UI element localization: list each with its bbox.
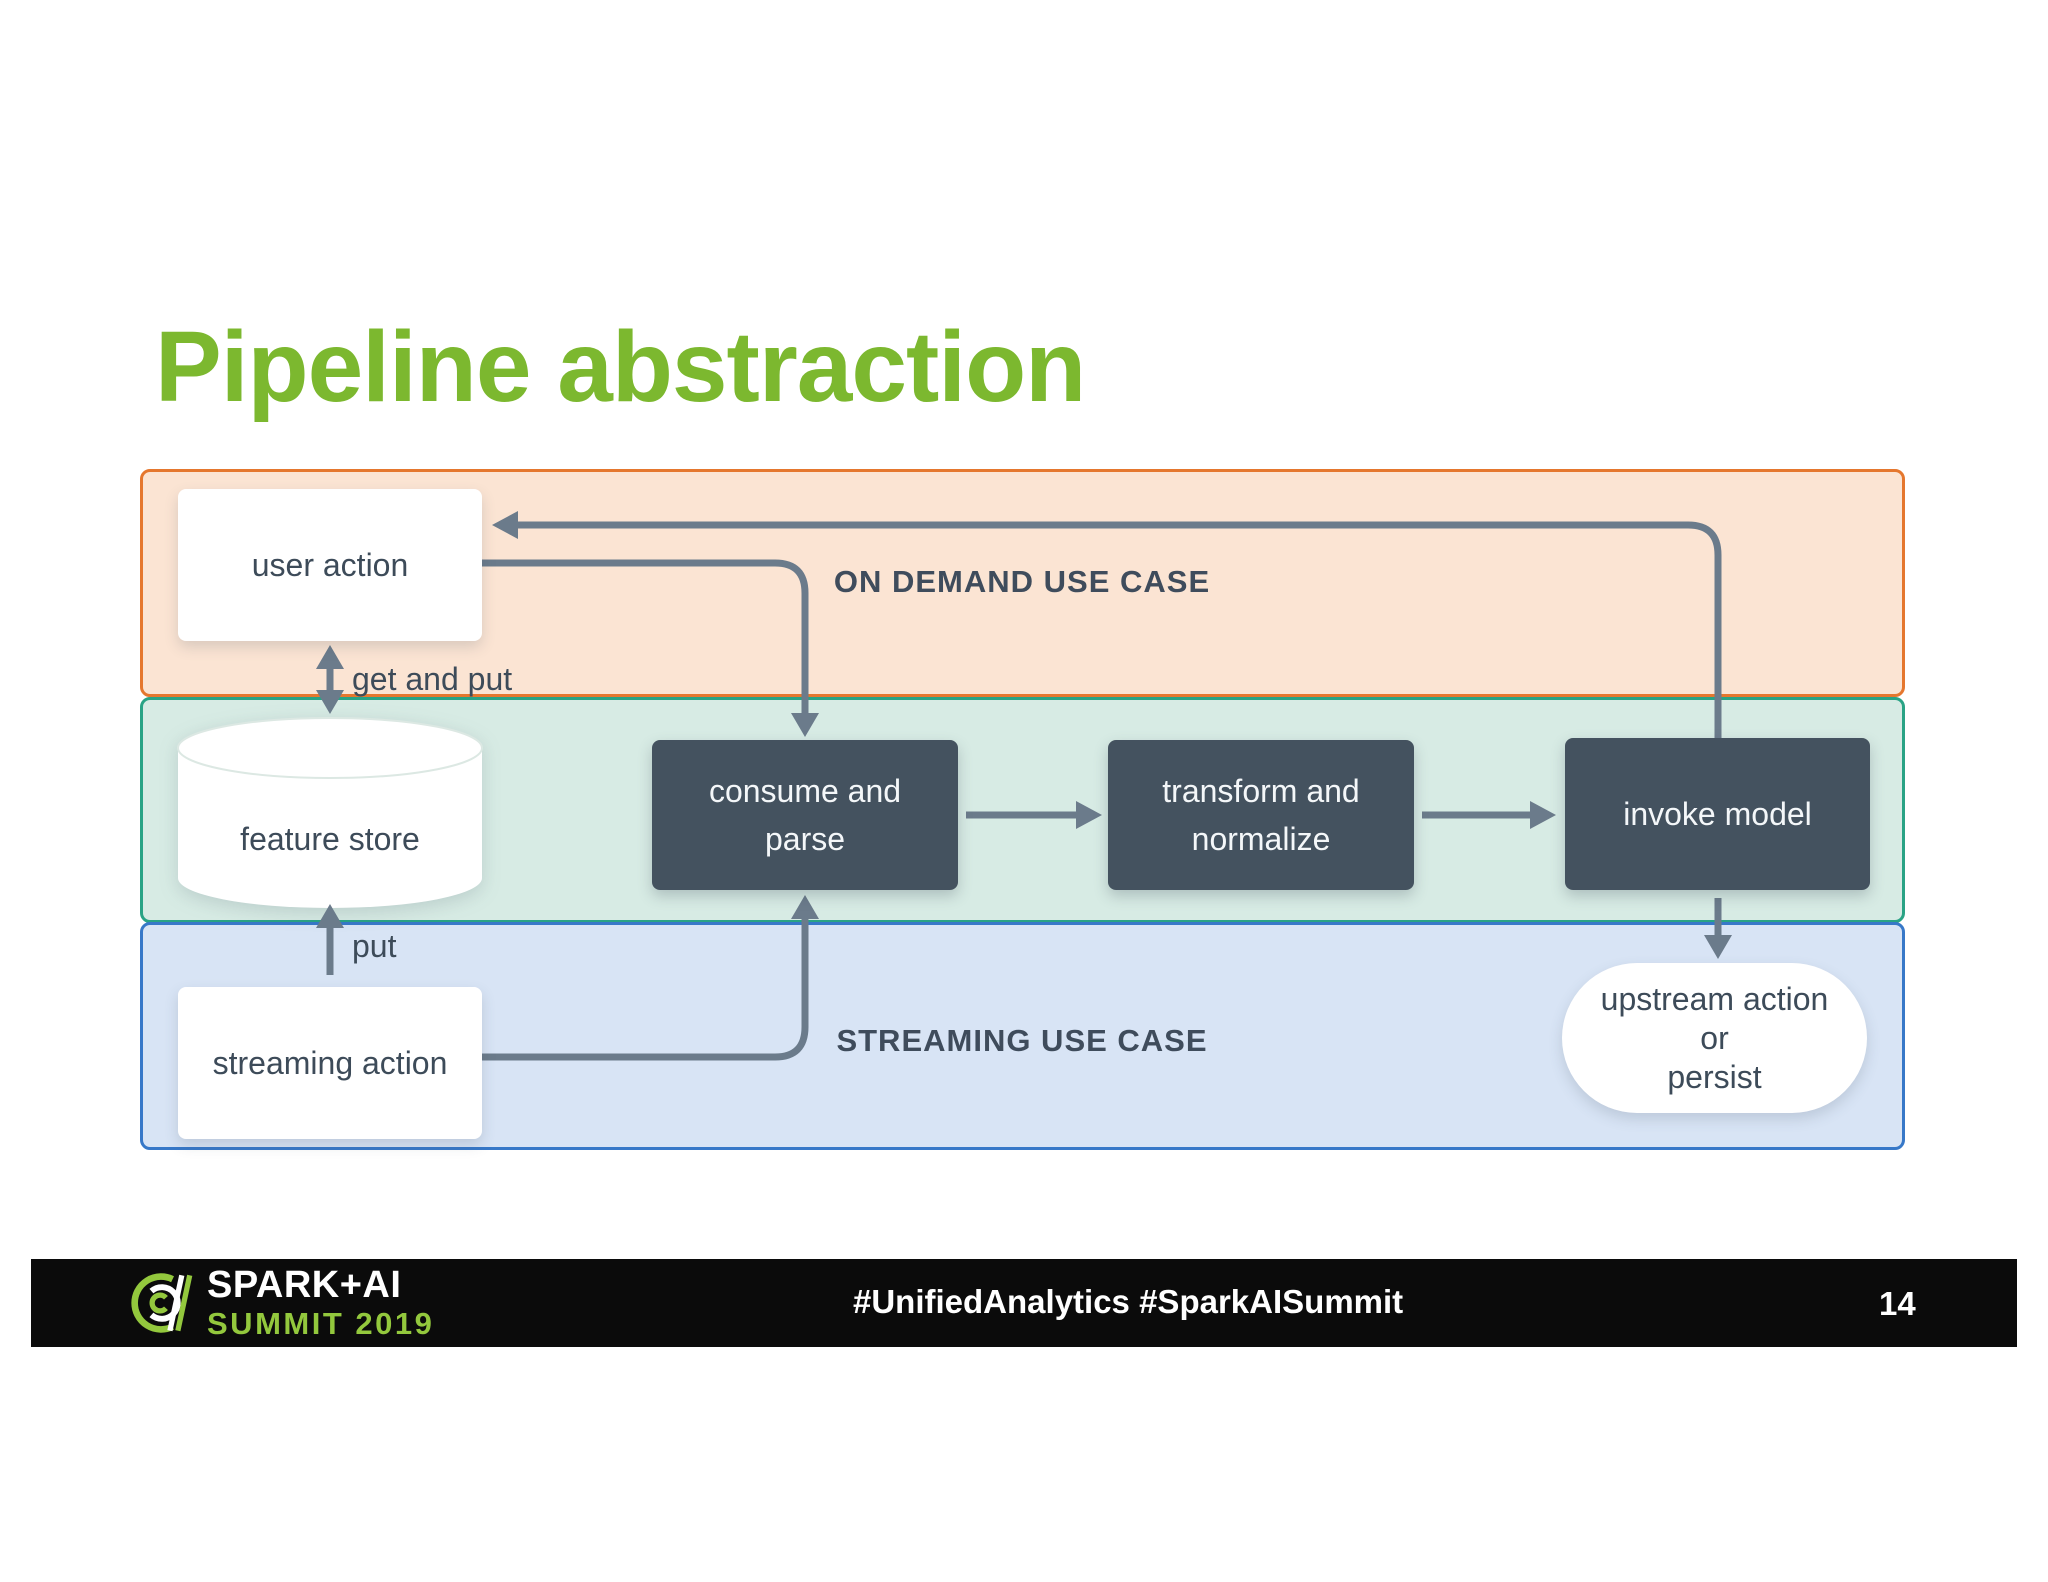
node-consume-and-parse: consume and parse: [652, 740, 958, 890]
connector-layer: [177, 511, 1732, 1061]
spark-ai-summit-logo-icon: [131, 1273, 193, 1333]
arrow-get-and-put: [316, 645, 344, 714]
node-streaming-action: streaming action: [178, 987, 482, 1139]
arrow-put: [316, 904, 344, 975]
footer-bar: SPARK+AI SUMMIT 2019 #UnifiedAnalytics #…: [31, 1259, 2017, 1347]
page-number: 14: [1879, 1285, 1916, 1322]
node-feature-store-label: feature store: [240, 821, 420, 857]
arrow-transform-to-invoke: [1422, 801, 1556, 829]
node-transform-and-normalize-label: transform and normalize: [1162, 773, 1360, 857]
logo-summit-2019: SUMMIT 2019: [207, 1306, 435, 1341]
node-streaming-action-label: streaming action: [212, 1044, 448, 1081]
upstream-line-2: or: [1700, 1019, 1729, 1056]
page-title: Pipeline abstraction: [155, 311, 1086, 423]
get-and-put-label: get and put: [352, 661, 513, 697]
upstream-line-3: persist: [1667, 1058, 1762, 1095]
streaming-use-case-label: STREAMING USE CASE: [836, 1023, 1208, 1058]
node-invoke-model: invoke model: [1565, 738, 1870, 890]
footer-hashtags: #UnifiedAnalytics #SparkAISummit: [853, 1283, 1404, 1320]
node-user-action: user action: [178, 489, 482, 641]
arrow-streaming-action-to-consume: [482, 895, 819, 1061]
node-invoke-model-label: invoke model: [1623, 796, 1812, 832]
upstream-line-1: upstream action: [1600, 980, 1829, 1017]
arrow-invoke-to-upstream: [1704, 898, 1732, 959]
node-consume-and-parse-label: consume and parse: [708, 773, 902, 857]
node-upstream-lines: upstream action or persist: [1601, 980, 1829, 1097]
node-upstream-action-or-persist: upstream action or persist: [1562, 963, 1867, 1113]
arrow-user-action-to-consume: [482, 559, 819, 737]
logo-text: SPARK+AI SUMMIT 2019: [207, 1266, 434, 1339]
logo-spark-ai: SPARK+AI: [207, 1264, 402, 1306]
node-transform-and-normalize: transform and normalize: [1108, 740, 1414, 890]
arrow-consume-to-transform: [966, 801, 1102, 829]
on-demand-use-case-label: ON DEMAND USE CASE: [833, 564, 1211, 599]
put-label: put: [352, 928, 397, 964]
pipeline-diagram: ON DEMAND USE CASE STREAMING USE CASE: [140, 469, 1905, 1150]
node-user-action-label: user action: [251, 546, 409, 583]
database-cylinder-icon: [177, 717, 483, 908]
arrow-invoke-model-to-user-action: [492, 511, 1722, 738]
